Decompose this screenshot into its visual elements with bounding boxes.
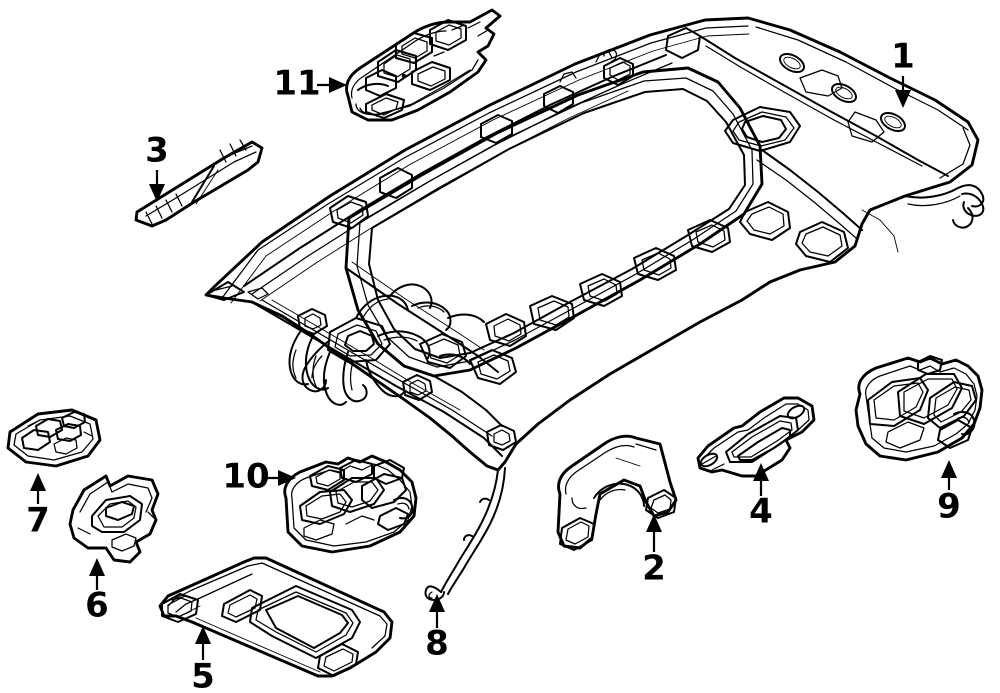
front-rail [243,54,673,302]
callout-number-8: 8 [425,624,449,664]
vanity-mirror [221,585,361,677]
overhead-console-part [345,8,502,122]
callout-number-9: 9 [937,487,961,527]
rear-handle-recess [724,106,801,152]
assist-grab-handle-part [556,434,678,551]
headliner-lamp-aperture [327,317,391,363]
callout-number-3: 3 [145,131,169,171]
visor-support-clip-part [68,474,160,564]
rear-wire-tails [904,184,985,229]
callout-number-11: 11 [273,64,320,104]
callout-leaders [30,76,957,660]
callout-number-7: 7 [26,501,50,541]
callout-number-1: 1 [891,37,915,77]
map-reading-lamp-part [283,454,418,554]
front-rail-tabs [329,27,701,229]
callout-number-5: 5 [191,657,215,693]
retainer-clip-part [6,408,102,468]
mid-rail [345,261,503,427]
front-edge-band [251,299,503,457]
wiring-harness-detail [301,219,731,403]
headliner-panel-drawing [204,16,985,601]
mounting-bracket-part [696,396,816,478]
roof-wire-harness-lead [424,467,506,601]
sun-visor-part [158,556,394,678]
callout-number-6: 6 [85,586,109,626]
callout-numbers: 1 2 3 4 5 6 7 8 9 10 11 [26,37,961,693]
rear-dome-lamp-part [854,355,984,462]
right-side-rail [739,149,899,263]
callout-number-4: 4 [749,492,773,532]
rear-grommet-holes [778,52,907,133]
sunroof-trim-strip-part [134,139,264,228]
sunroof-opening [344,66,764,378]
harness-loops-left [288,331,347,406]
callout-number-10: 10 [222,457,269,497]
callout-number-2: 2 [642,549,666,589]
